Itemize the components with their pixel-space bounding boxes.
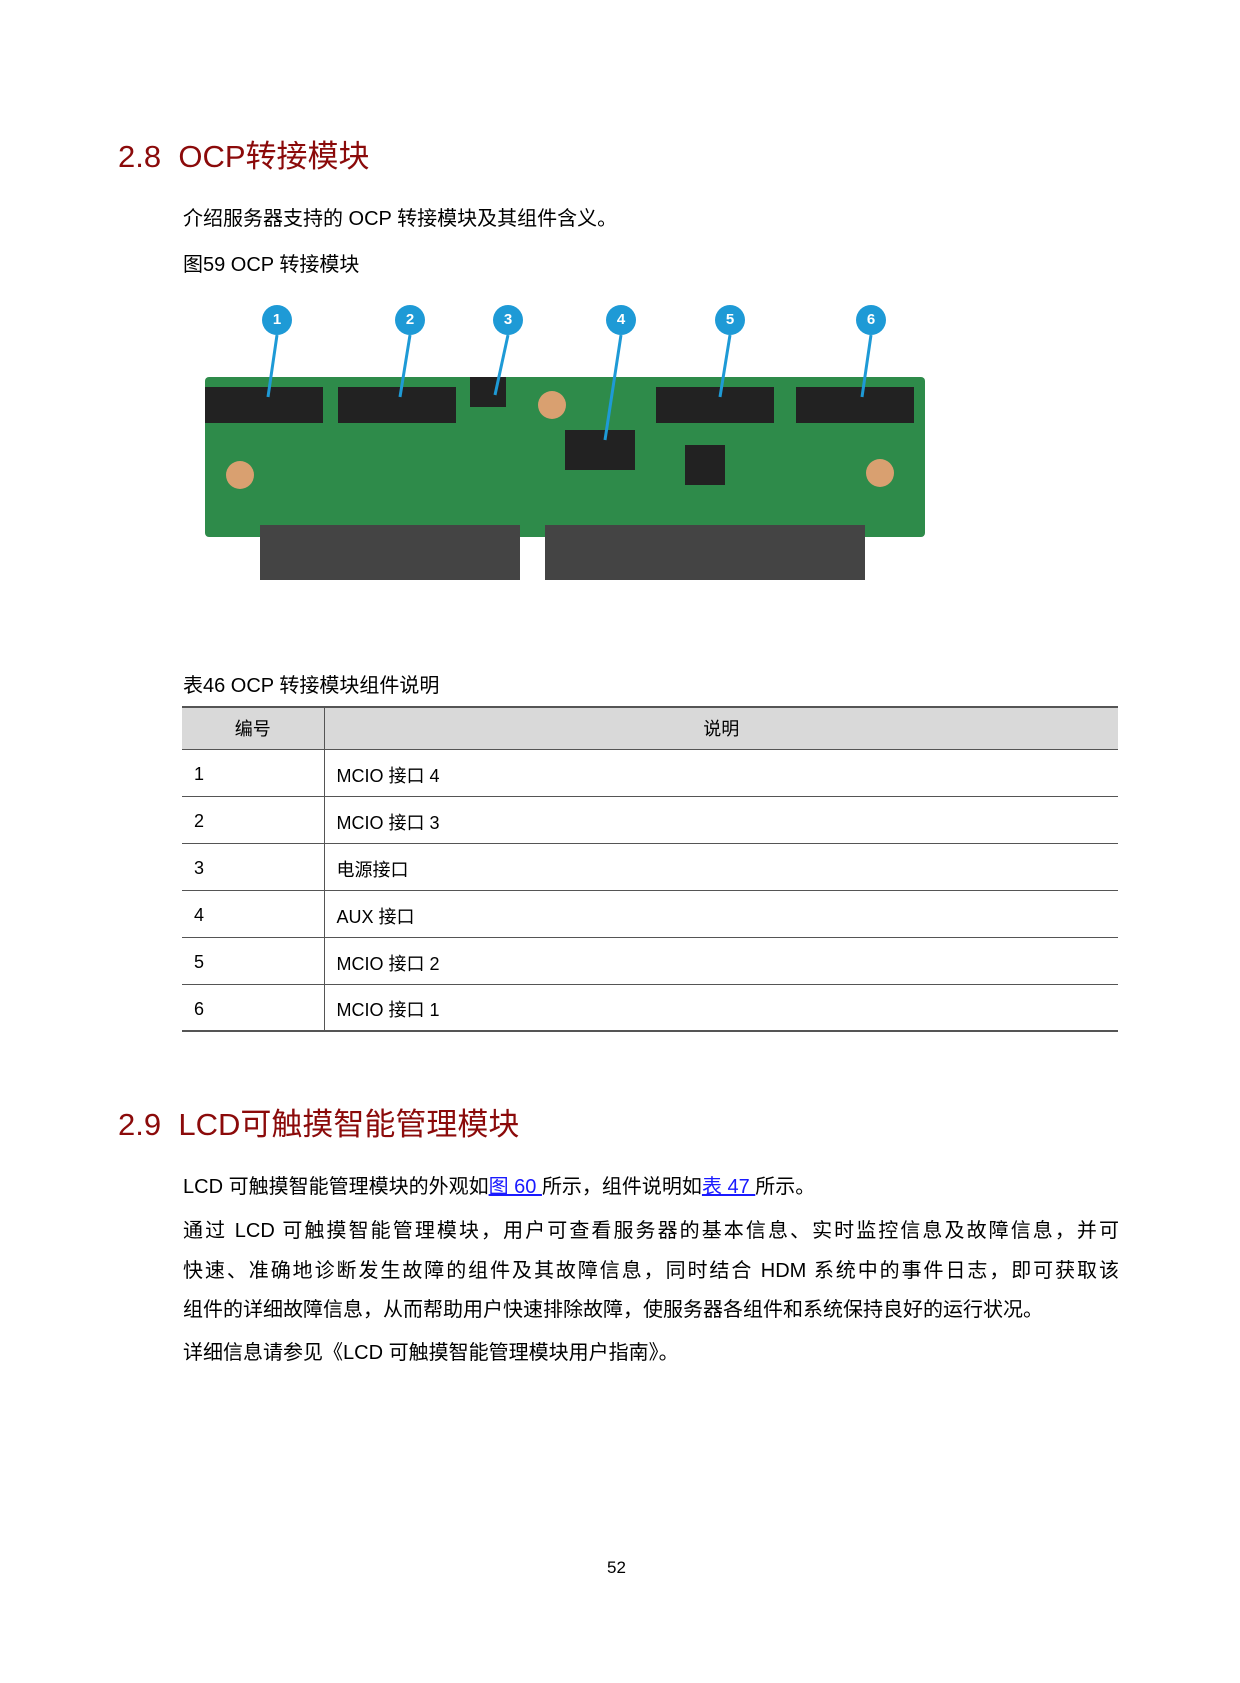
section-heading-2-8: 2.8 OCP转接模块	[118, 139, 370, 174]
ocp-module-figure: 1 2 3 4 5 6	[200, 305, 930, 585]
figure-caption: 图59 OCP 转接模块	[183, 254, 360, 276]
paragraph-2-line-1: 通过 LCD 可触摸智能管理模块，用户可查看服务器的基本信息、实时监控信息及故障…	[183, 1220, 1119, 1242]
callout-5: 5	[715, 305, 745, 335]
table-header: 编号说明	[182, 706, 1118, 750]
table-47-link[interactable]: 表 47	[701, 1176, 756, 1198]
header-number: 编号	[182, 706, 325, 750]
callout-3: 3	[493, 305, 523, 335]
figure-60-link[interactable]: 图 60	[488, 1176, 542, 1198]
section-heading-2-9: 2.9 LCD可触摸智能管理模块	[118, 1107, 520, 1142]
paragraph-2-line-3: 组件的详细故障信息，从而帮助用户快速排除故障，使服务器各组件和系统保持良好的运行…	[183, 1299, 1043, 1321]
paragraph-1: LCD 可触摸智能管理模块的外观如图 60 所示，组件说明如表 47 所示。	[183, 1176, 816, 1198]
callout-6: 6	[856, 305, 886, 335]
header-description: 说明	[324, 706, 1118, 750]
intro-text: 介绍服务器支持的 OCP 转接模块及其组件含义。	[183, 208, 618, 230]
callout-1: 1	[262, 305, 292, 335]
callout-4: 4	[606, 305, 636, 335]
ocp-board-image	[205, 334, 925, 580]
paragraph-2-line-2: 快速、准确地诊断发生故障的组件及其故障信息，同时结合 HDM 系统中的事件日志，…	[183, 1260, 1119, 1282]
paragraph-3: 详细信息请参见《LCD 可触摸智能管理模块用户指南》。	[183, 1342, 679, 1364]
table-caption: 表46 OCP 转接模块组件说明	[183, 675, 440, 697]
callout-2: 2	[395, 305, 425, 335]
page-number: 52	[607, 1558, 626, 1577]
